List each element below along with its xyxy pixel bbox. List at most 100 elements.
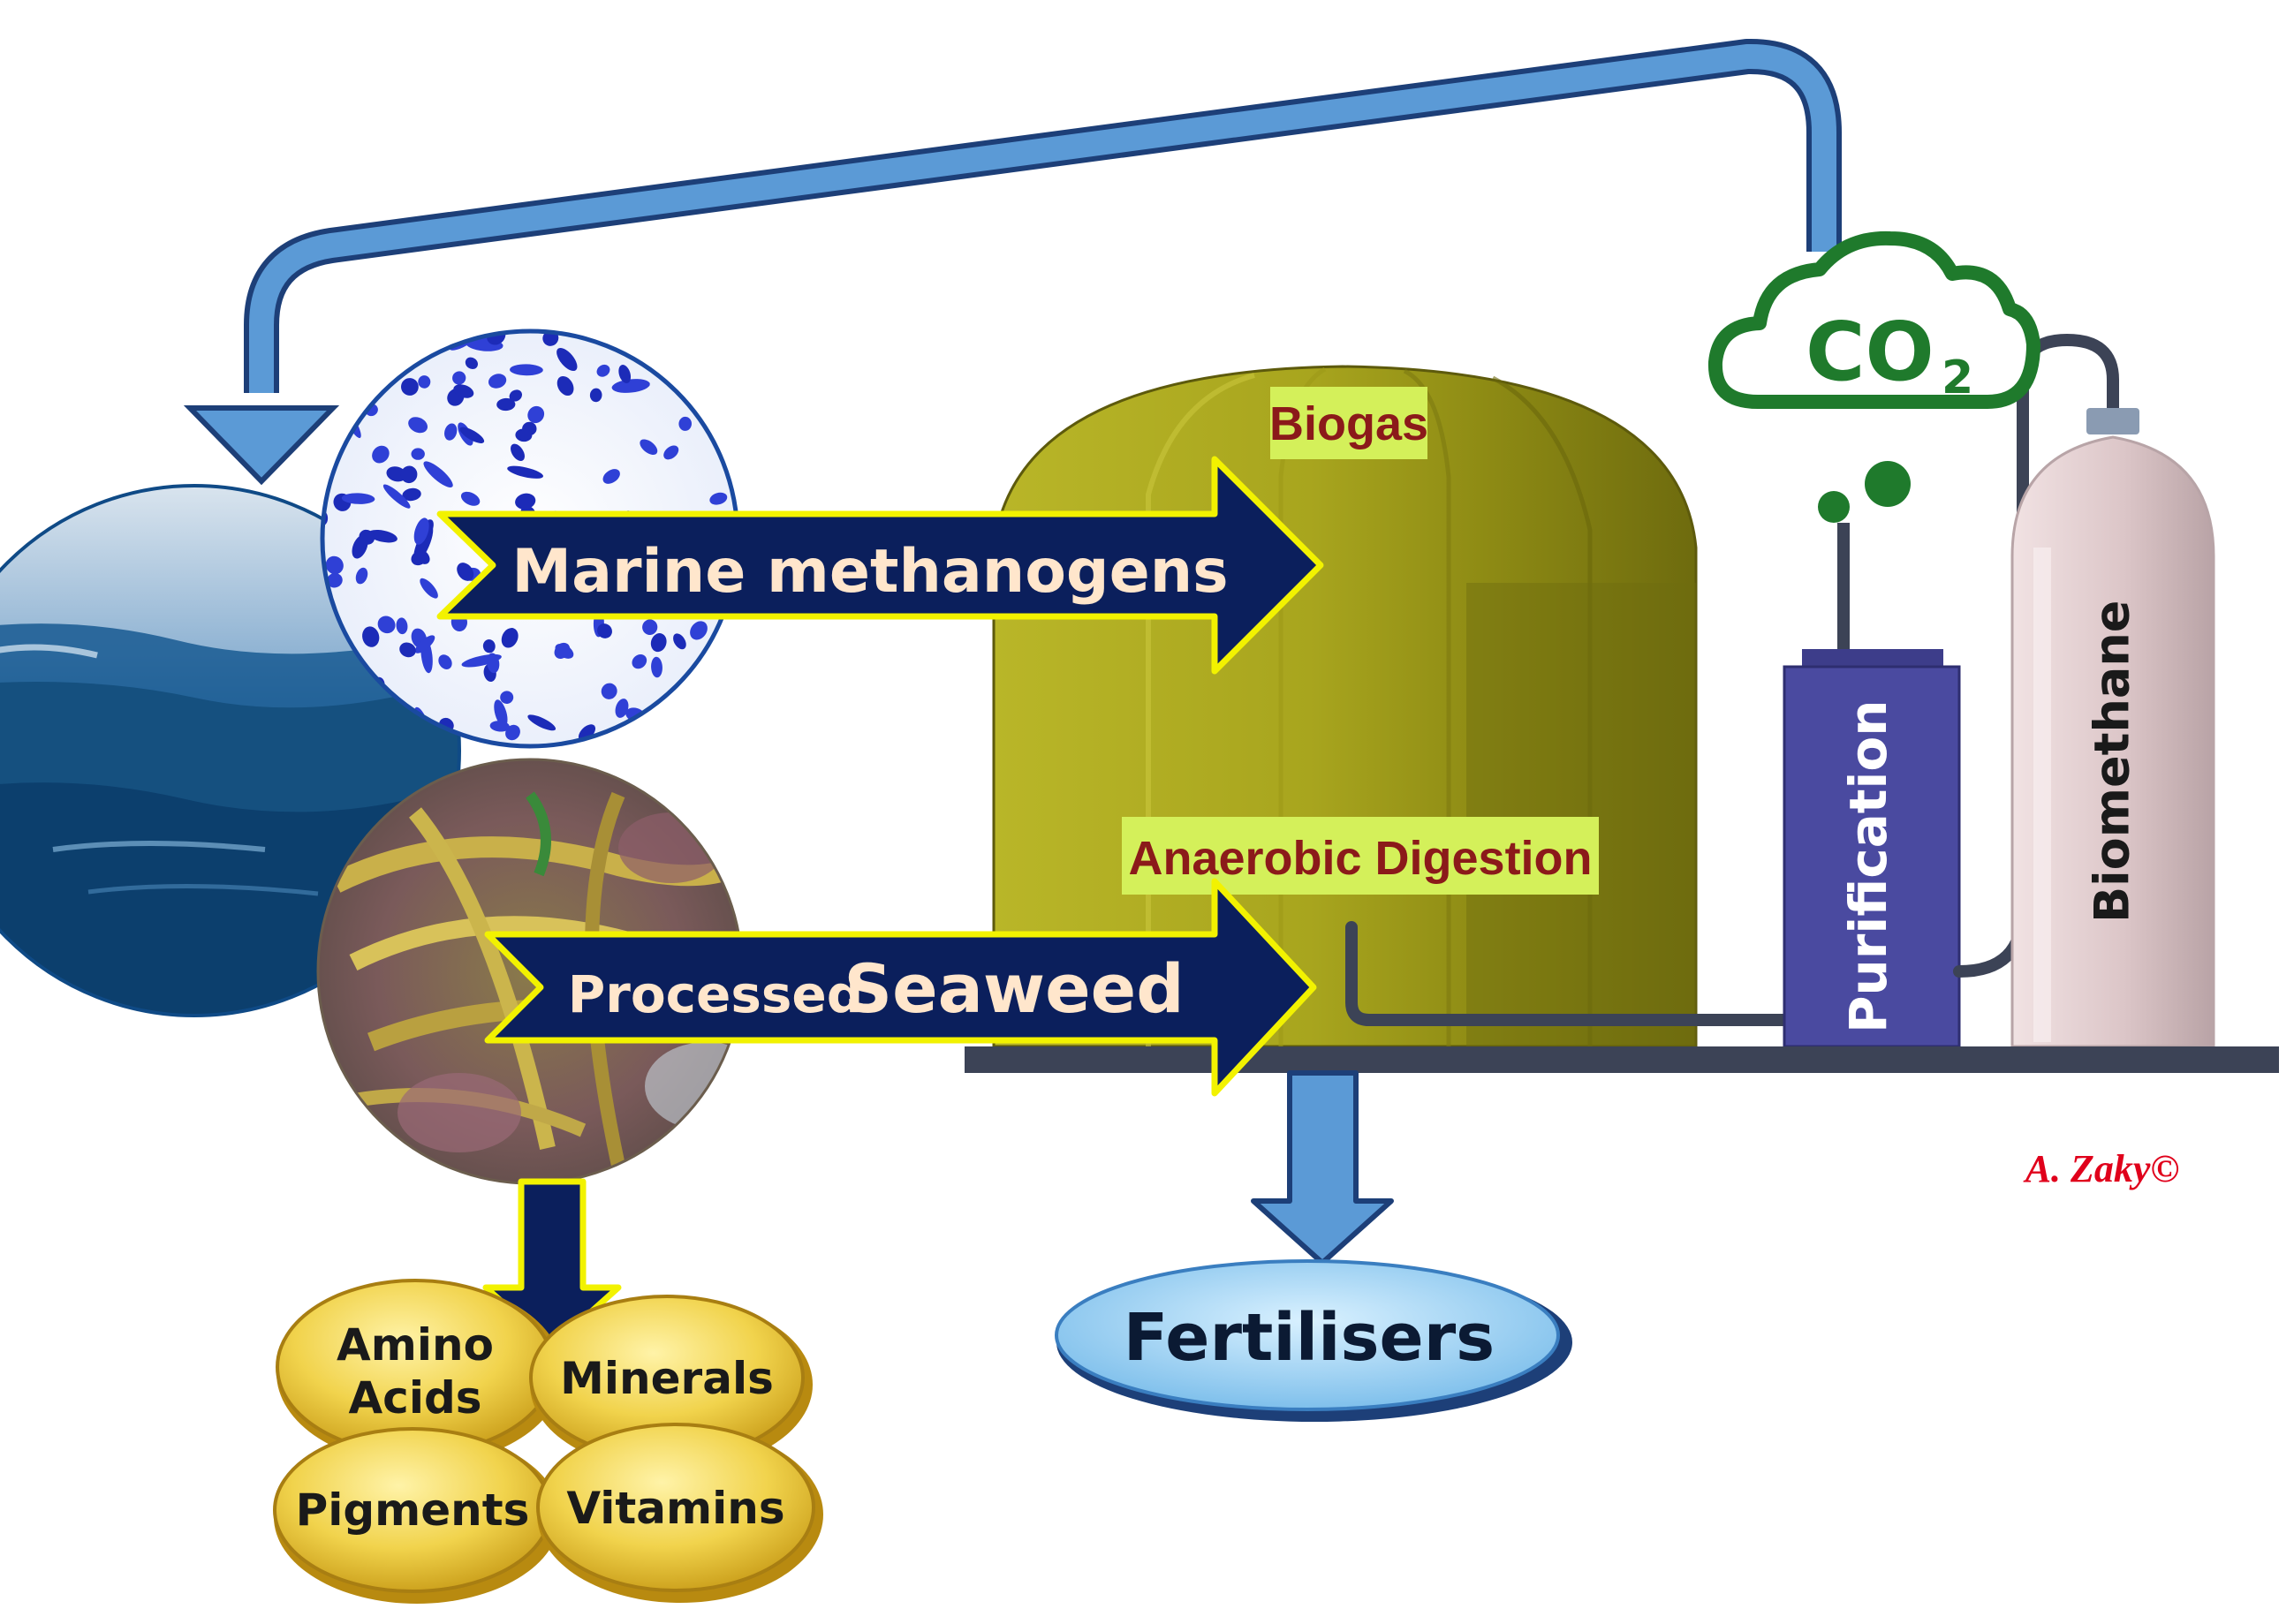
- methanogen-cell: [709, 492, 728, 505]
- methanogen-cell: [453, 384, 474, 398]
- methanogen-cell: [651, 656, 662, 678]
- processed-text: Processed: [568, 964, 864, 1024]
- purification-text: Purification: [1838, 699, 1898, 1033]
- methanogen-cell: [351, 369, 373, 404]
- methanogen-cell: [452, 371, 466, 385]
- co2-bubble-small: [1818, 491, 1850, 523]
- amino-text-line2: Acids: [348, 1372, 481, 1424]
- methanogen-cell: [640, 727, 658, 746]
- methanogen-cell: [352, 534, 368, 559]
- methanogen-cell: [322, 360, 335, 381]
- co2-bubble-large: [1865, 461, 1911, 507]
- methanogen-cell: [400, 465, 418, 484]
- methanogen-cell: [527, 405, 545, 424]
- methanogen-cell: [507, 465, 544, 479]
- methanogen-cell: [325, 555, 344, 575]
- methanogen-cell: [457, 563, 474, 581]
- fertilisers-text: Fertilisers: [1124, 1300, 1495, 1376]
- methanogen-cell: [341, 493, 375, 504]
- methanogen-cell: [423, 461, 453, 488]
- methanogen-cell: [688, 715, 720, 742]
- methanogen-cell: [650, 633, 667, 653]
- methanogen-cell: [722, 331, 738, 346]
- methanogen-cell: [515, 493, 536, 510]
- methanogen-cell: [460, 491, 481, 506]
- biomethane-text: Biomethane: [2085, 601, 2140, 923]
- methanogen-cell: [554, 642, 571, 659]
- methanogen-cell: [715, 331, 732, 342]
- biogas-text: Biogas: [1269, 397, 1428, 450]
- processed-seaweed-arrow: Processed Seaweed: [484, 878, 1317, 1097]
- methanogen-cell: [413, 517, 429, 545]
- methanogen-cell: [382, 484, 411, 509]
- methanogen-cell: [382, 331, 402, 343]
- methanogen-cell: [418, 375, 431, 389]
- digester-outlet-pipe: [1345, 921, 1799, 1026]
- co2-subscript: 2: [1942, 351, 1973, 404]
- vitamins-text: Vitamins: [566, 1483, 784, 1534]
- methanogen-cell: [657, 726, 679, 745]
- methanogen-cell: [402, 487, 421, 502]
- methanogen-cell: [515, 428, 533, 442]
- methanogen-cell: [710, 704, 738, 719]
- product-minerals: Minerals: [529, 1295, 813, 1471]
- methanogen-cell: [715, 427, 733, 442]
- methanogen-cell: [355, 359, 372, 376]
- methanogen-cell: [408, 417, 428, 434]
- methanogen-cell: [615, 699, 629, 718]
- methanogen-cell: [527, 714, 556, 731]
- methanogen-cell: [663, 445, 679, 460]
- methanogen-cell: [411, 448, 425, 460]
- anaerobic-digestion-text: Anaerobic Digestion: [1128, 832, 1592, 885]
- product-vitamins: Vitamins: [536, 1423, 823, 1603]
- methanogen-cell: [381, 338, 405, 355]
- purification-unit: Purification: [1783, 523, 1961, 1048]
- anaerobic-digestion-label: Anaerobic Digestion: [1122, 817, 1599, 895]
- methanogen-cell: [413, 525, 434, 563]
- co2-cloud-icon: CO 2: [1707, 230, 2040, 523]
- methanogen-cell: [509, 389, 522, 402]
- base-platform: [965, 1046, 2279, 1073]
- methanogen-cell: [589, 388, 602, 403]
- methanogen-cell: [500, 691, 514, 705]
- methanogen-cell: [690, 621, 708, 640]
- marine-methanogens-arrow: Marine methanogens: [436, 456, 1324, 675]
- methanogen-cell: [597, 623, 612, 638]
- methanogen-cell: [602, 469, 620, 484]
- methanogen-cell: [596, 364, 610, 377]
- methanogen-cell: [601, 683, 617, 699]
- seaweed-text: Seaweed: [844, 949, 1184, 1028]
- methanogen-cell: [482, 639, 496, 653]
- methanogen-cell: [494, 699, 508, 728]
- methanogen-cell: [511, 443, 525, 462]
- biomethane-cylinder: Biomethane: [2010, 408, 2215, 1048]
- methanogen-cell: [444, 423, 458, 441]
- methanogen-cell: [556, 347, 578, 372]
- methanogen-cell: [701, 675, 720, 693]
- methanogen-cell: [327, 572, 343, 588]
- methanogen-cell: [400, 378, 419, 396]
- methanogen-cell: [632, 653, 647, 669]
- product-pigments: Pigments: [273, 1427, 560, 1604]
- methanogen-cell: [678, 416, 693, 431]
- methanogen-cell: [673, 633, 686, 650]
- marine-methanogens-text: Marine methanogens: [511, 537, 1228, 607]
- methanogen-cell: [704, 381, 722, 406]
- methanogen-cell: [459, 427, 485, 443]
- methanogen-cell: [399, 642, 416, 658]
- co2-text: CO: [1806, 305, 1934, 399]
- methanogen-cell: [372, 445, 390, 464]
- methanogen-cell: [695, 331, 708, 348]
- methanogen-cell: [488, 374, 507, 389]
- methanogen-cell: [396, 617, 408, 635]
- minerals-text: Minerals: [560, 1353, 774, 1404]
- methanogen-cell: [342, 368, 367, 385]
- methanogen-cell: [611, 379, 650, 393]
- methanogen-cell: [465, 357, 478, 369]
- methanogen-cell: [716, 655, 731, 670]
- methanogen-cell: [501, 628, 519, 648]
- methanogen-cell: [362, 626, 380, 647]
- co2-return-arrow: [183, 38, 1842, 486]
- methanogen-cell: [556, 375, 574, 397]
- methanogen-cell: [496, 397, 516, 412]
